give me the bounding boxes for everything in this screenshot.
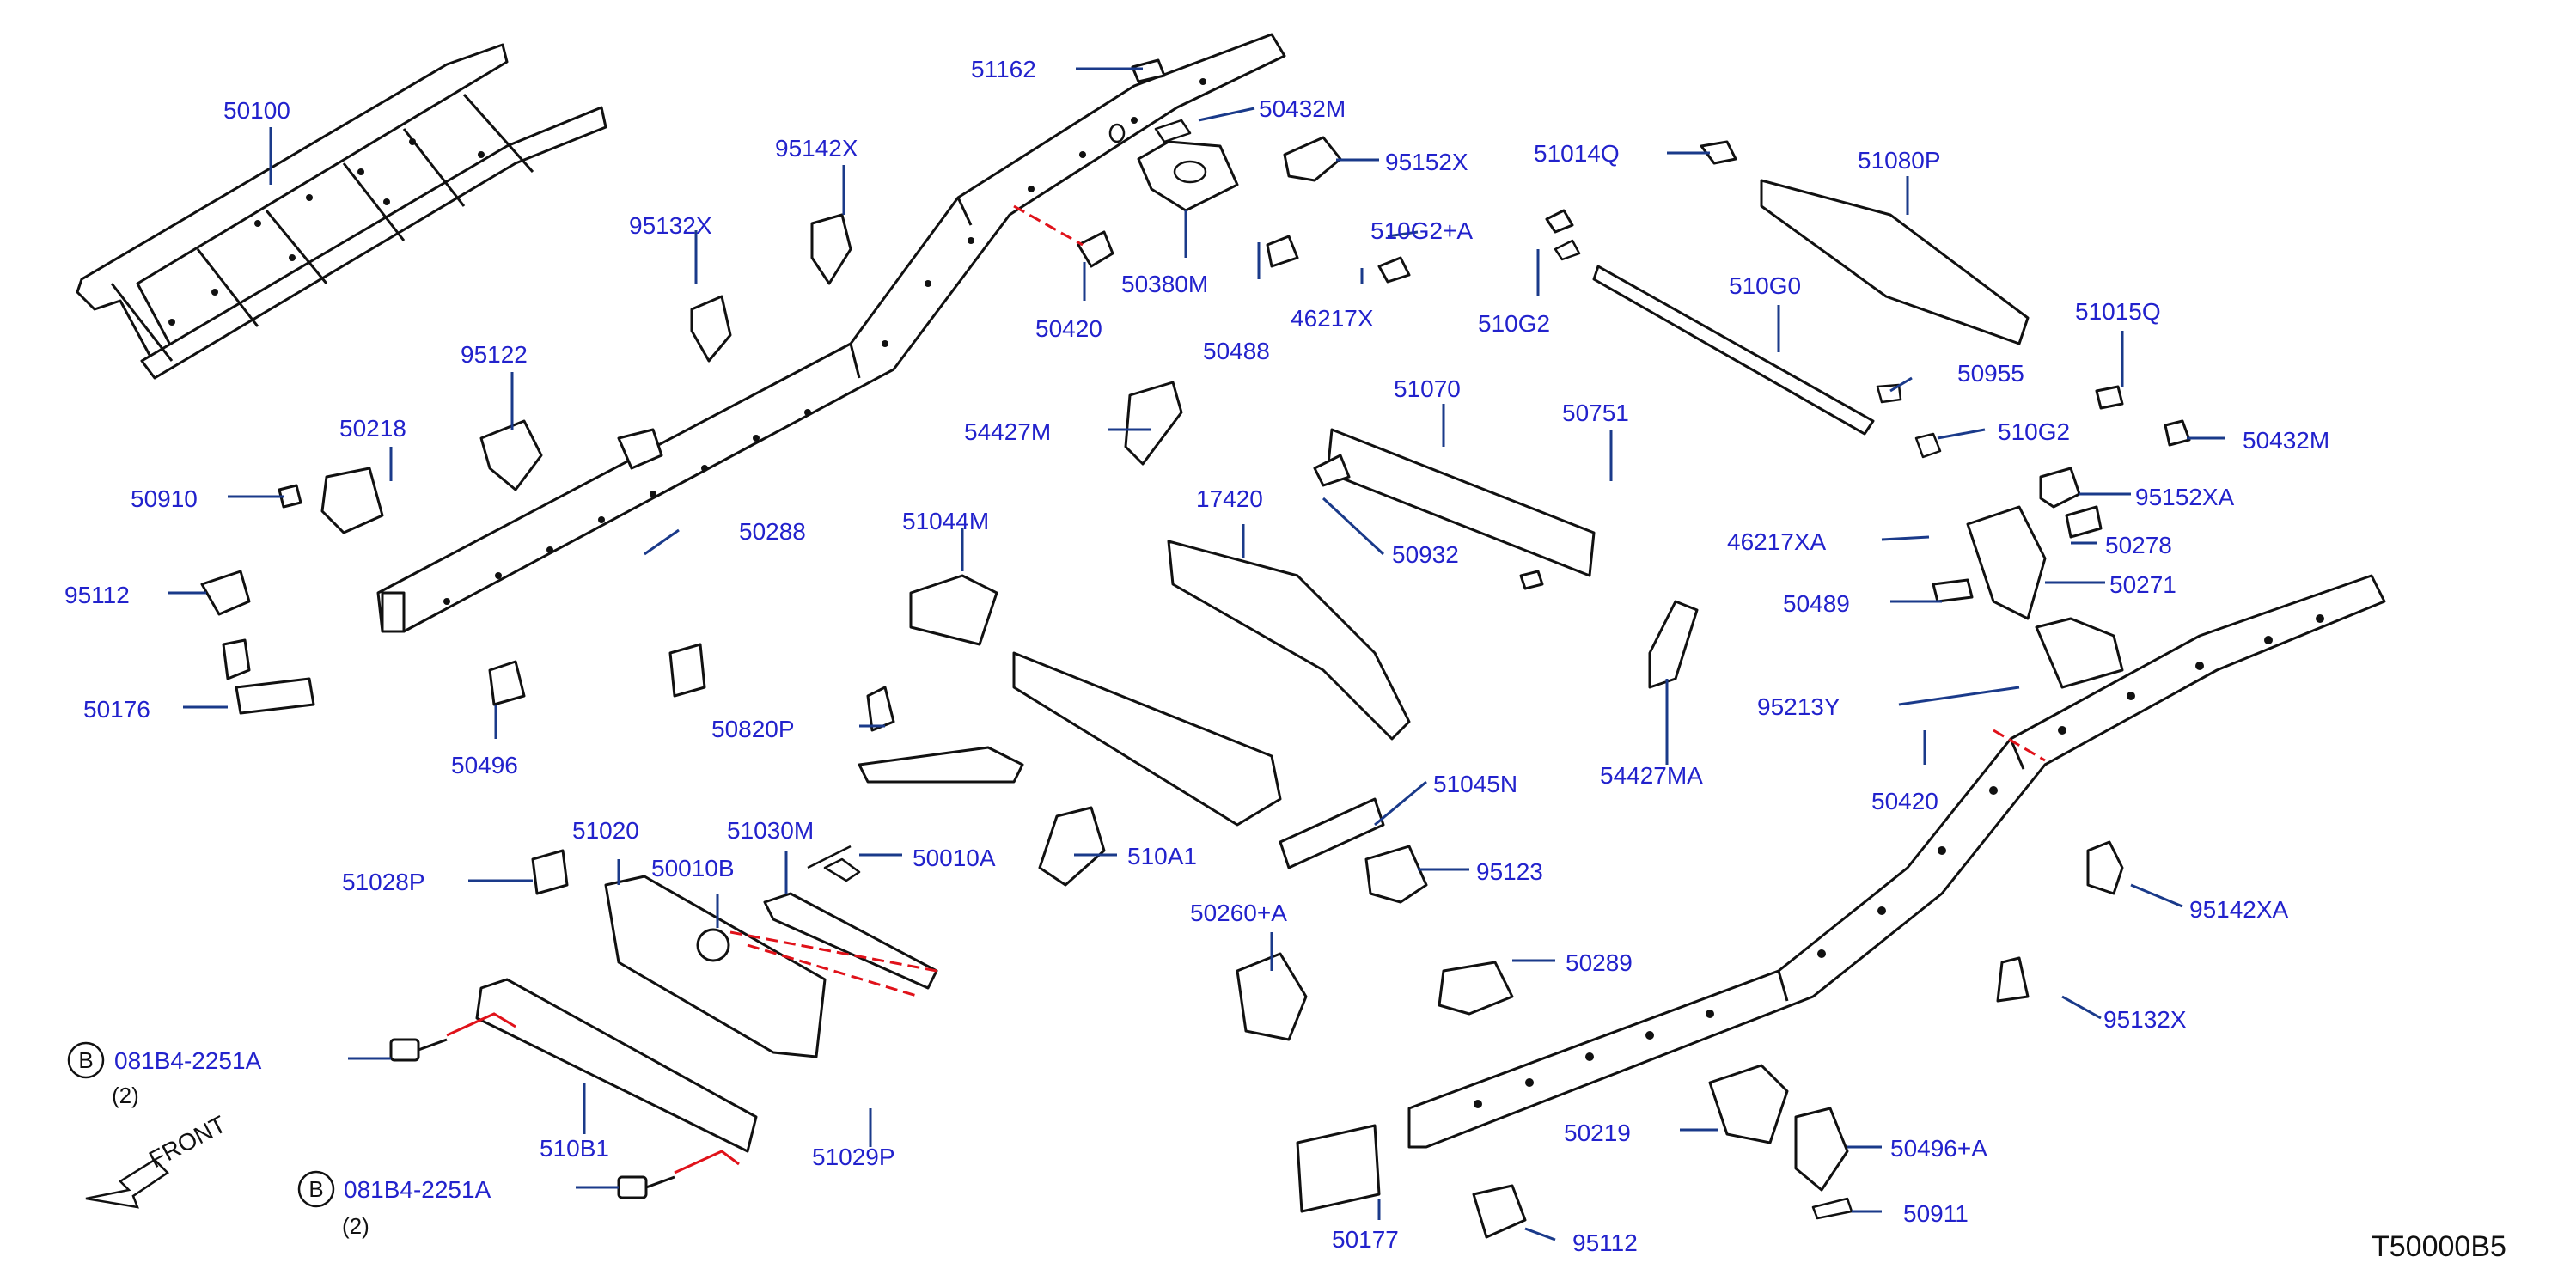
front-label: FRONT <box>144 1111 230 1174</box>
label-95122: 95122 <box>461 341 528 368</box>
label-510b1: 510B1 <box>540 1135 609 1162</box>
front-crossmember-illustration <box>475 845 938 1153</box>
label-510a1: 510A1 <box>1127 843 1197 869</box>
front-direction-indicator: FRONT <box>85 1111 230 1209</box>
quantity-bolt-lower: (2) <box>342 1213 369 1239</box>
label-081b4-2251a-lower: 081B4-2251A <box>344 1176 491 1203</box>
label-50177: 50177 <box>1332 1226 1399 1253</box>
label-17420: 17420 <box>1196 485 1263 512</box>
label-51080p: 51080P <box>1858 147 1941 174</box>
label-46217xa: 46217XA <box>1727 528 1827 555</box>
label-51070: 51070 <box>1394 375 1461 402</box>
label-50100: 50100 <box>223 97 290 124</box>
label-50489: 50489 <box>1783 590 1850 617</box>
label-50932: 50932 <box>1392 541 1459 568</box>
label-081b4-2251a-upper: 081B4-2251A <box>114 1047 262 1074</box>
bolt-marker-letter: B <box>78 1047 93 1073</box>
right-side-rail-illustration <box>1407 574 2386 1149</box>
bolt-marker-lower: B <box>297 1170 335 1208</box>
label-51045n: 51045N <box>1433 771 1517 797</box>
bracket-illustrations <box>200 58 2191 1239</box>
label-95123: 95123 <box>1476 858 1543 885</box>
label-50432m: 50432M <box>1259 95 1346 122</box>
label-50010b: 50010B <box>651 855 735 882</box>
label-95142xa: 95142XA <box>2189 896 2289 923</box>
label-50260a: 50260+A <box>1190 900 1287 926</box>
label-51015q: 51015Q <box>2075 298 2161 325</box>
label-50751: 50751 <box>1562 400 1629 426</box>
label-50278: 50278 <box>2105 532 2172 558</box>
label-95132x-bottom: 95132X <box>2103 1006 2187 1033</box>
label-50488: 50488 <box>1203 338 1270 364</box>
label-50820p: 50820P <box>711 716 795 742</box>
label-510g0: 510G0 <box>1729 272 1801 299</box>
label-51162: 51162 <box>971 56 1036 82</box>
label-510g2a: 510G2+A <box>1370 217 1473 244</box>
leader-lines <box>168 67 2225 1241</box>
left-side-rail-illustration <box>376 33 1286 633</box>
label-54427ma: 54427MA <box>1600 762 1703 789</box>
label-95112-bottom: 95112 <box>1572 1229 1638 1256</box>
quantity-bolt-upper: (2) <box>112 1083 139 1108</box>
label-54427m: 54427M <box>964 418 1051 445</box>
label-50911: 50911 <box>1903 1200 1969 1227</box>
label-95213y: 95213Y <box>1757 693 1840 720</box>
label-510g2-top: 510G2 <box>1478 310 1550 337</box>
label-50219: 50219 <box>1564 1119 1631 1146</box>
label-51030m: 51030M <box>727 817 814 844</box>
label-95132x-top: 95132X <box>629 212 712 239</box>
label-50176: 50176 <box>83 696 150 723</box>
label-50380m: 50380M <box>1121 271 1208 297</box>
label-50420-left: 50420 <box>1035 315 1102 342</box>
label-50288: 50288 <box>739 518 806 545</box>
label-95152xa: 95152XA <box>2135 484 2235 510</box>
label-95142x: 95142X <box>775 135 858 162</box>
label-95152x: 95152X <box>1385 149 1468 175</box>
label-51029p: 51029P <box>812 1144 895 1170</box>
alignment-lines <box>446 204 2046 1174</box>
bolt-marker-upper: B <box>67 1041 105 1079</box>
label-50271: 50271 <box>2109 571 2176 598</box>
label-46217x: 46217X <box>1291 305 1374 332</box>
label-50420-right: 50420 <box>1871 788 1938 814</box>
frame-assembly-illustration <box>76 43 607 380</box>
label-50910: 50910 <box>131 485 198 512</box>
diagram-id: T50000B5 <box>2372 1230 2506 1263</box>
label-95112-left: 95112 <box>64 582 130 608</box>
label-50010a: 50010A <box>913 845 996 871</box>
front-arrow-icon <box>85 1158 169 1209</box>
label-51020: 51020 <box>572 817 639 844</box>
label-50955: 50955 <box>1957 360 2024 387</box>
label-50432m-right: 50432M <box>2243 427 2329 454</box>
label-50496a: 50496+A <box>1890 1135 1987 1162</box>
label-510g2-right: 510G2 <box>1998 418 2070 445</box>
bolt-marker-letter: B <box>308 1176 323 1202</box>
label-51014q: 51014Q <box>1534 140 1620 167</box>
label-50289: 50289 <box>1566 949 1633 976</box>
label-51044m: 51044M <box>902 508 989 534</box>
label-51028p: 51028P <box>342 869 425 895</box>
label-50496: 50496 <box>451 752 518 778</box>
label-50218: 50218 <box>339 415 406 442</box>
